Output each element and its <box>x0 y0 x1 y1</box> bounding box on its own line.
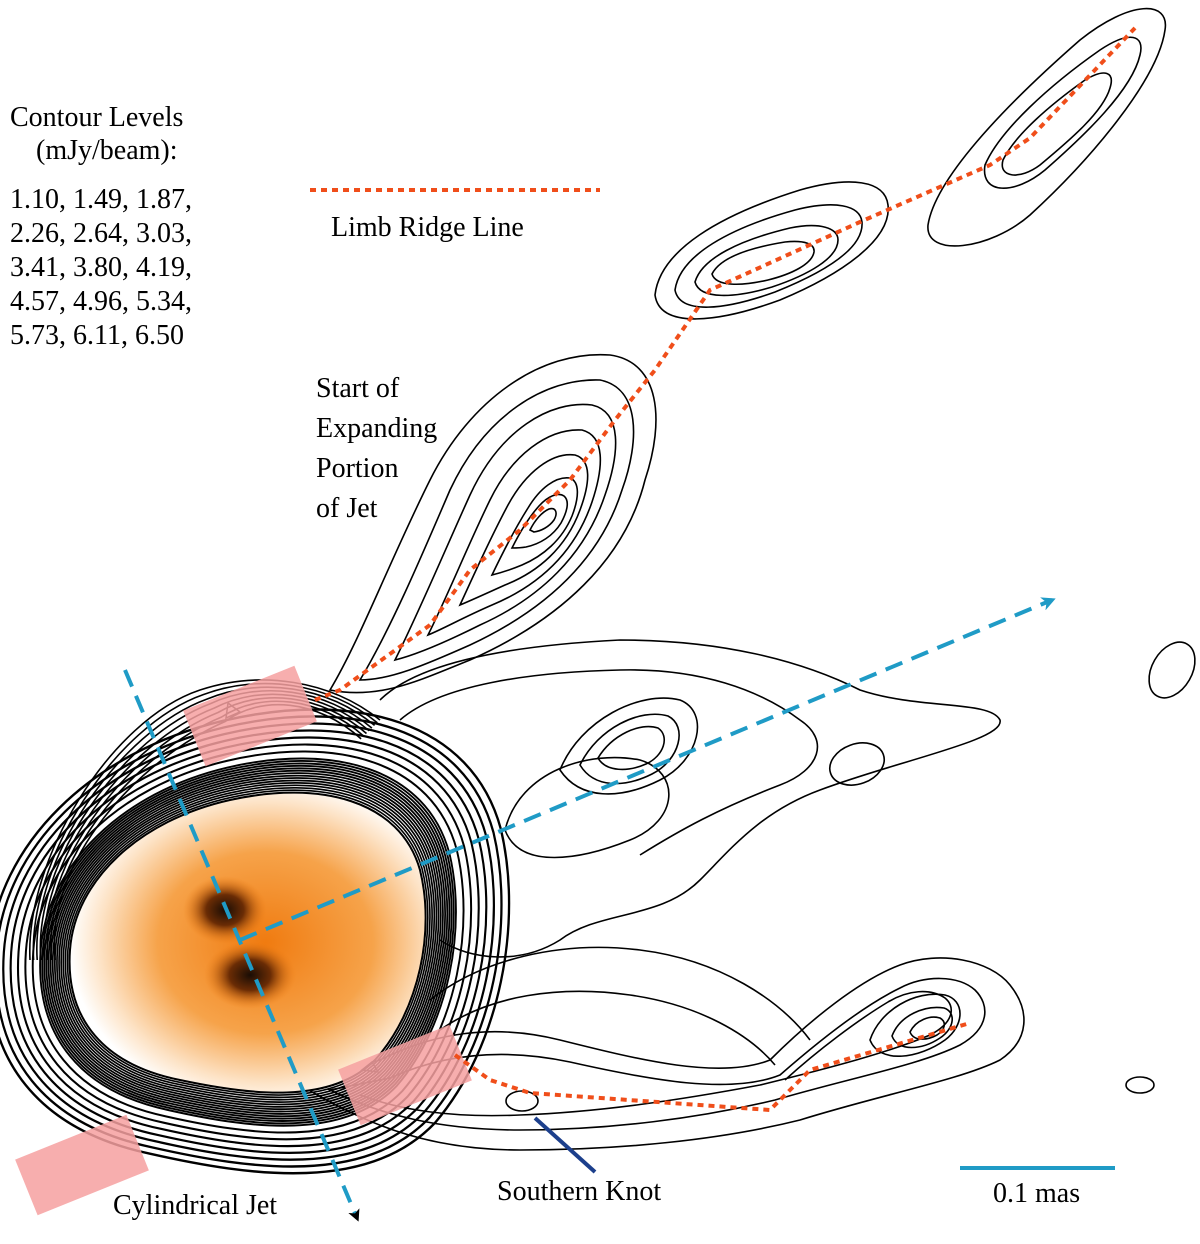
southern-knot-label: Southern Knot <box>497 1176 662 1207</box>
envelope-contour <box>36 686 376 961</box>
core-contour <box>45 764 451 1120</box>
upper-right-contours <box>654 7 1196 1094</box>
contour-levels-row: 4.57, 4.96, 5.34, <box>10 286 192 317</box>
core-contour <box>51 772 444 1113</box>
jet-axis-arrow <box>239 597 1056 942</box>
contour-levels-row: 5.73, 6.11, 6.50 <box>10 320 184 351</box>
core-contour <box>56 777 440 1108</box>
southern-knot-pointer <box>533 1116 597 1174</box>
cylindrical-jet-label: Cylindrical Jet <box>113 1190 278 1221</box>
expanding-label-line: Start of <box>316 373 400 404</box>
ridge-north-line <box>314 26 1137 702</box>
middle-contours <box>379 639 1001 958</box>
limb-ridge-line-label: Limb Ridge Line <box>331 212 524 243</box>
northern-lobe-contours <box>328 353 657 694</box>
contour-levels-row: 2.26, 2.64, 3.03, <box>10 218 192 249</box>
scale-bar-label: 0.1 mas <box>993 1178 1081 1209</box>
jet-box-south <box>338 1024 472 1126</box>
limb-ridge-lines <box>310 26 1137 1113</box>
core-contour <box>53 774 442 1111</box>
contour-legend-title: Contour Levels <box>10 102 184 133</box>
ridge-south-line <box>453 1021 971 1113</box>
jet-box-north <box>183 665 317 767</box>
core-contour <box>58 779 438 1106</box>
expanding-label-line: of Jet <box>316 493 378 524</box>
envelope-contour <box>32 682 378 961</box>
core-color-image <box>68 701 427 1094</box>
core-contour <box>64 786 431 1099</box>
contour-levels-row: 3.41, 3.80, 4.19, <box>10 252 192 283</box>
core-contour <box>31 750 465 1134</box>
jet-axes <box>123 597 1056 1222</box>
core-contour <box>49 769 447 1115</box>
jet-box-legend <box>15 1114 149 1216</box>
expanding-label-line: Expanding <box>316 413 438 444</box>
cylindrical-jet-boxes <box>15 665 472 1216</box>
core-contour <box>66 789 429 1096</box>
contour-legend-unit: (mJy/beam): <box>36 135 178 166</box>
core-contour <box>24 743 473 1141</box>
expanding-label-line: Portion <box>316 453 399 484</box>
core-contour <box>62 784 433 1101</box>
perpendicular-axis-arrow <box>123 669 360 1222</box>
core-contour <box>16 736 480 1148</box>
southern-contours <box>298 946 1025 1151</box>
core-contour <box>43 762 453 1122</box>
contour-levels-row: 1.10, 1.49, 1.87, <box>10 184 192 215</box>
core-contour <box>47 767 449 1118</box>
envelope-contour <box>29 679 381 961</box>
